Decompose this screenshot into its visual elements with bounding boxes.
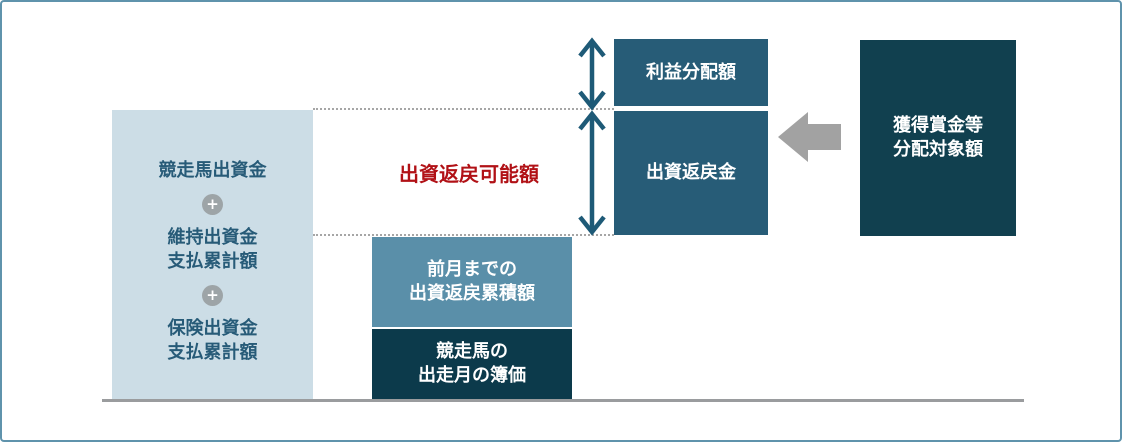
previous-refund-line2: 出資返戻累積額 (409, 283, 535, 304)
previous-refund-line1: 前月までの (427, 259, 517, 280)
plus-icon: + (202, 284, 223, 306)
previous-refund-cumulative-box: 前月までの 出資返戻累積額 (372, 237, 572, 327)
insurance-contribution-line2: 支払累計額 (167, 341, 258, 363)
prize-money-line2: 分配対象額 (893, 139, 983, 160)
insurance-contribution-label: 保険出資金 支払累計額 (168, 317, 258, 365)
book-value-line2: 出走月の簿価 (418, 365, 526, 386)
racehorse-contribution-label: 競走馬出資金 (158, 159, 267, 181)
double-arrow-icon (578, 37, 606, 111)
double-arrow-icon (578, 110, 606, 236)
maintenance-contribution-line2: 支払累計額 (167, 250, 258, 272)
profit-distribution-label: 利益分配額 (646, 61, 736, 83)
insurance-contribution-line1: 保険出資金 (167, 317, 258, 339)
book-value-line1: 競走馬の (436, 341, 508, 362)
plus-icon: + (202, 193, 223, 215)
maintenance-contribution-label: 維持出資金 支払累計額 (168, 226, 258, 274)
profit-distribution-box: 利益分配額 (614, 39, 768, 106)
prize-money-box: 獲得賞金等 分配対象額 (860, 40, 1016, 236)
maintenance-contribution-line1: 維持出資金 (167, 226, 258, 248)
refundable-amount-label: 出資返戻可能額 (399, 162, 539, 186)
left-arrow-icon (778, 112, 841, 162)
baseline-rule (102, 399, 1024, 402)
contribution-refund-box: 出資返戻金 (614, 111, 768, 235)
lower-dotted-line (313, 234, 614, 236)
book-value-box: 競走馬の 出走月の簿価 (372, 329, 572, 399)
contribution-refund-label: 出資返戻金 (646, 162, 736, 183)
prize-money-line1: 獲得賞金等 (893, 115, 983, 136)
upper-dotted-line (313, 108, 614, 110)
contribution-total-box: 競走馬出資金 + 維持出資金 支払累計額 + 保険出資金 支払累計額 (112, 110, 313, 399)
